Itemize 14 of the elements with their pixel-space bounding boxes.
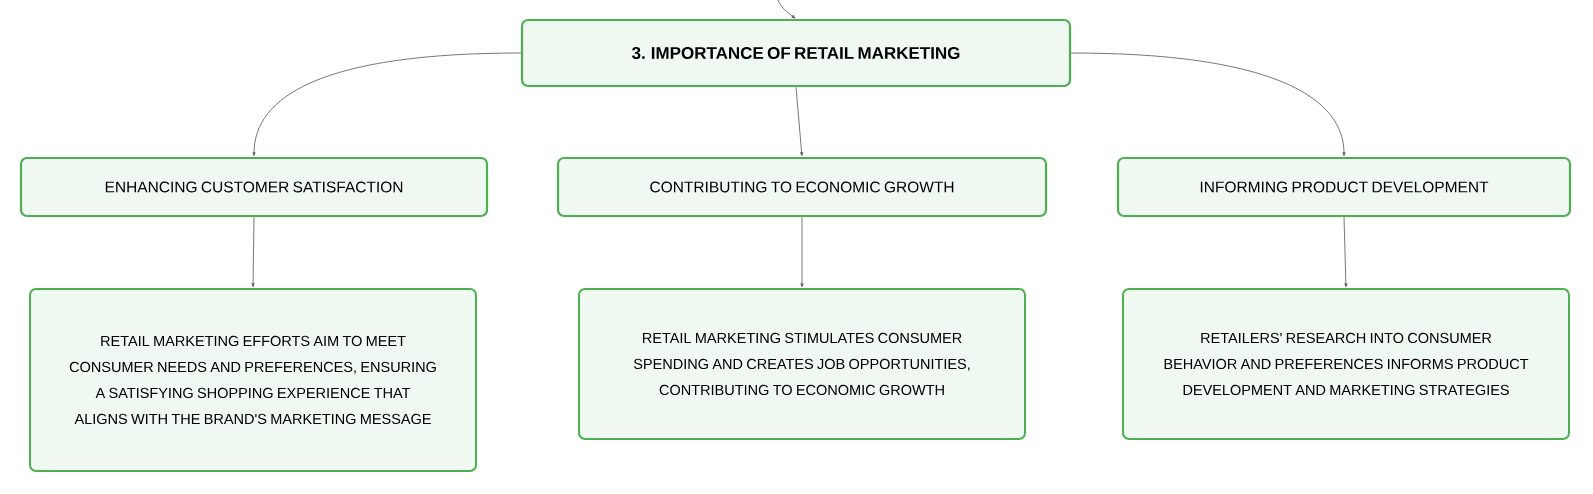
arrow xyxy=(251,216,255,288)
arrow xyxy=(800,216,804,288)
arrow xyxy=(1343,216,1348,288)
description-box: RETAIL MARKETING EFFORTS AIM TO MEET CONSUMER NEEDS AND PREFERENCES, ENSURING A SATISFYING SHOPPING EXPERIENCE THAT ALIGNS WITH THE BRAND'S MARKETING MESSAGE xyxy=(29,288,477,472)
description-box: RETAILERS' RESEARCH INTO CONSUMER BEHAVIOR AND PREFERENCES INFORMS PRODUCT DEVELOPMENT AND MARKETING STRATEGIES xyxy=(1122,288,1570,440)
description-box: RETAIL MARKETING STIMULATES CONSUMER SPENDING AND CREATES JOB OPPORTUNITIES, CONTRIBUTING TO ECONOMIC GROWTH xyxy=(578,288,1026,440)
topic-box: ENHANCING CUSTOMER SATISFACTION xyxy=(19,156,489,218)
arrow xyxy=(252,52,522,157)
title-box: 3. IMPORTANCE OF RETAIL MARKETING xyxy=(520,18,1072,88)
arrow xyxy=(1070,52,1346,157)
arrow xyxy=(795,86,804,157)
arrow xyxy=(777,0,796,19)
topic-box: INFORMING PRODUCT DEVELOPMENT xyxy=(1116,156,1572,218)
topic-box: CONTRIBUTING TO ECONOMIC GROWTH xyxy=(556,156,1048,218)
